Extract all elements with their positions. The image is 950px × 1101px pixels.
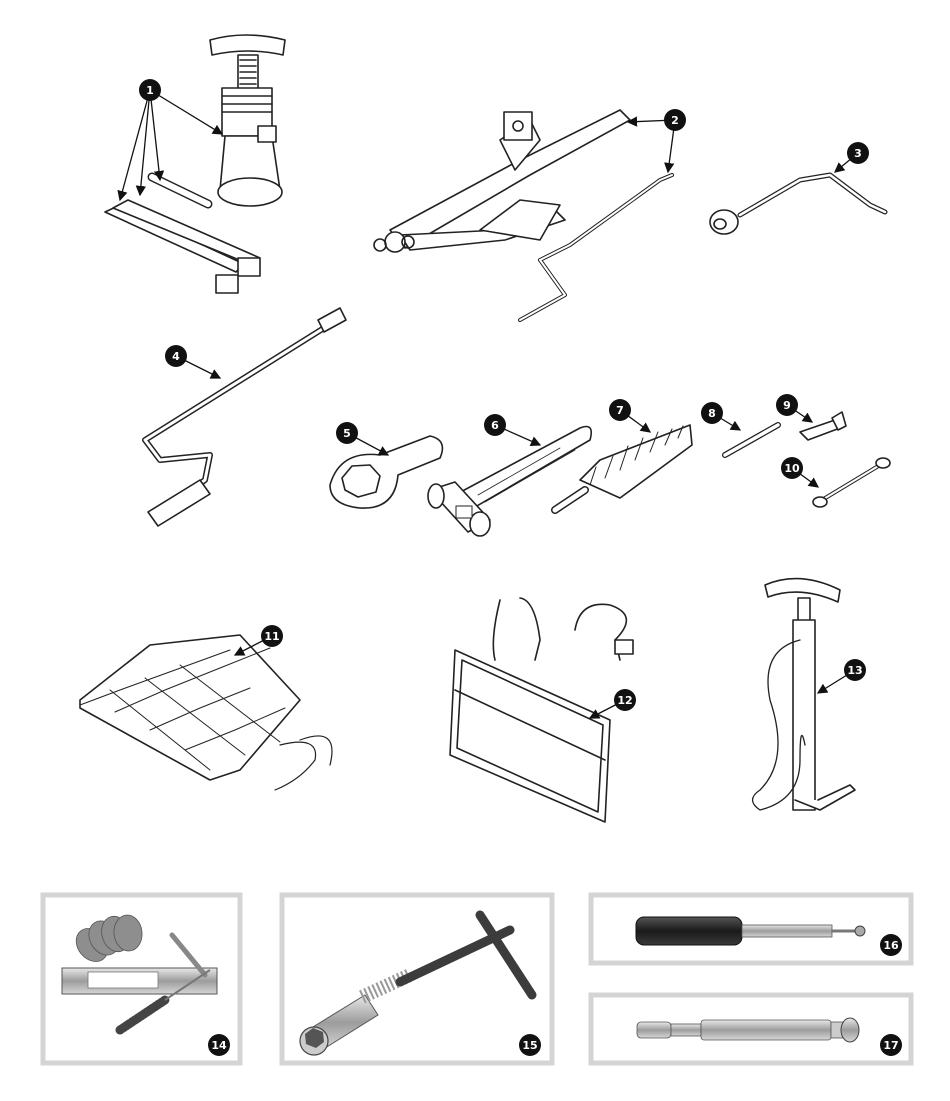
callout-13: 13	[844, 659, 866, 681]
leader-1b	[135, 89, 151, 197]
callout-8-label: 8	[708, 406, 716, 420]
tool-bag-illustration	[449, 597, 634, 823]
feeler-gauge-photo	[61, 914, 218, 1035]
allen-key-illustration	[799, 411, 847, 441]
callout-6-label: 6	[491, 418, 499, 432]
callout-15-label: 15	[522, 1038, 538, 1052]
callout-7: 7	[609, 399, 631, 421]
callout-7-label: 7	[616, 403, 624, 417]
callout-12-label: 12	[617, 693, 633, 707]
tyre-pump-illustration	[751, 577, 856, 811]
callout-1: 1	[139, 79, 161, 101]
spark-plug-spanner-photo	[299, 910, 537, 1056]
callout-5-label: 5	[343, 426, 351, 440]
wire-brush-illustration	[551, 424, 693, 514]
callout-4: 4	[165, 345, 187, 367]
callout-2: 2	[664, 109, 686, 131]
callout-4-label: 4	[172, 349, 180, 363]
hub-nut-spanner-illustration	[329, 435, 444, 509]
starting-handle-illustration	[142, 307, 347, 527]
wheel-brace-illustration	[709, 172, 888, 235]
leader-1a	[117, 89, 151, 202]
callout-14: 14	[208, 1034, 230, 1056]
callout-11-label: 11	[264, 629, 280, 643]
grease-nipple-tool-photo	[636, 1017, 860, 1043]
grease-gun-photo	[635, 916, 866, 946]
callout-10-label: 10	[784, 461, 800, 475]
callout-3-label: 3	[854, 146, 862, 160]
callout-15: 15	[519, 1034, 541, 1056]
callout-13-label: 13	[847, 663, 863, 677]
callout-11: 11	[261, 625, 283, 647]
callout-3: 3	[847, 142, 869, 164]
callout-17-label: 17	[883, 1038, 899, 1052]
leader-1d	[149, 89, 224, 135]
leader-1c	[149, 89, 165, 182]
callout-16-label: 16	[883, 938, 899, 952]
tool-roll-illustration	[79, 634, 333, 791]
callout-6: 6	[484, 414, 506, 436]
callout-5: 5	[336, 422, 358, 444]
photo-panels	[40, 892, 914, 1066]
callout-17: 17	[880, 1034, 902, 1056]
callout-9-label: 9	[783, 398, 791, 412]
tommy-bar-illustration	[722, 422, 781, 458]
bottle-jack-illustration	[104, 34, 286, 294]
copper-hammer-illustration	[427, 425, 593, 537]
tappet-spanner-illustration	[812, 457, 891, 508]
callout-16: 16	[880, 934, 902, 956]
callout-14-label: 14	[211, 1038, 227, 1052]
callout-9: 9	[776, 394, 798, 416]
callout-1-label: 1	[146, 83, 154, 97]
callout-8: 8	[701, 402, 723, 424]
callout-2-label: 2	[671, 113, 679, 127]
scissor-jack-illustration	[373, 109, 674, 322]
callout-10: 10	[781, 457, 803, 479]
callout-12: 12	[614, 689, 636, 711]
